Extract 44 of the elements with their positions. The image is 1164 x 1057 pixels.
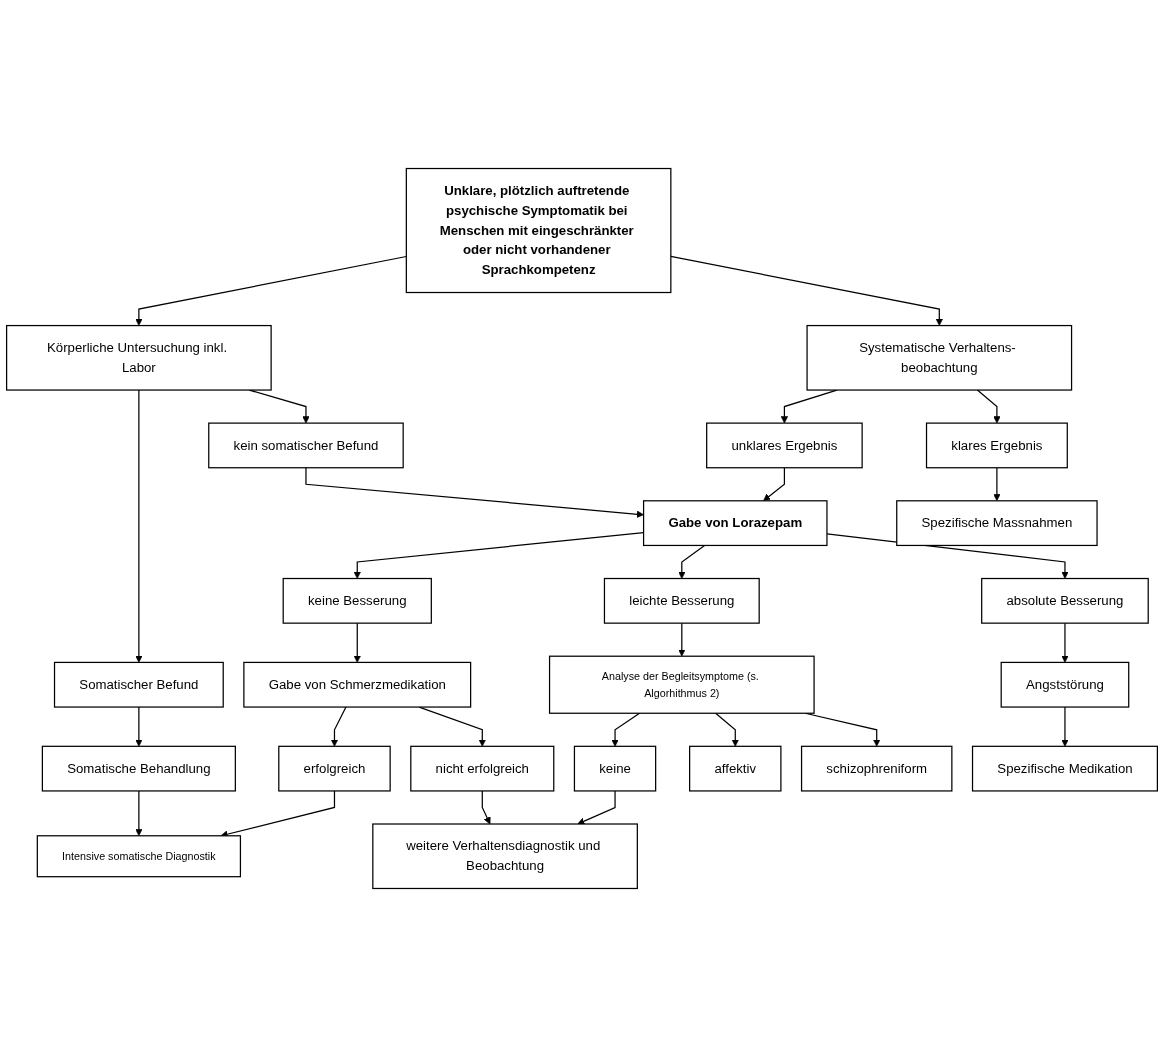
node-box: leichte Besserung xyxy=(603,577,760,624)
arrow xyxy=(993,467,1001,502)
arrow xyxy=(826,533,1069,579)
arrow xyxy=(577,790,616,825)
arrow xyxy=(976,389,1001,424)
node-box: nicht erfolgreich xyxy=(410,745,555,792)
node-box: absolute Besserung xyxy=(981,577,1149,624)
arrow xyxy=(611,712,641,747)
arrow xyxy=(678,622,686,657)
node-box: keine xyxy=(573,745,657,792)
node-box: Spezifische Massnahmen xyxy=(896,500,1098,547)
node-box: keine Besserung xyxy=(282,577,432,624)
arrow xyxy=(1061,622,1069,663)
arrow xyxy=(135,790,143,837)
arrow xyxy=(1061,706,1069,747)
arrow xyxy=(670,255,943,326)
node-box: erfolgreich xyxy=(278,745,391,792)
arrow xyxy=(135,389,143,663)
node-box: Intensive somatische Diagnostik xyxy=(36,835,242,878)
node-box: Systematische Verhaltens- beobachtung xyxy=(806,324,1073,391)
arrow xyxy=(678,544,706,579)
node-box: Somatischer Befund xyxy=(53,661,224,708)
arrow xyxy=(135,706,143,747)
node-box: Somatische Behandlung xyxy=(41,745,236,792)
arrow xyxy=(330,706,347,747)
node-box: affektiv xyxy=(689,745,782,792)
arrow xyxy=(305,467,644,518)
node-box: Spezifische Medikation xyxy=(971,745,1158,792)
node-box: Gabe von Schmerzmedikation xyxy=(243,661,472,708)
arrow xyxy=(135,255,407,326)
arrow xyxy=(715,712,739,747)
node-box: unklares Ergebnis xyxy=(706,422,863,469)
arrow xyxy=(353,622,361,663)
node-box: klares Ergebnis xyxy=(925,422,1068,469)
node-box: Analyse der Begleitsymptome (s. Algorhithmus 2) xyxy=(548,655,815,714)
node-box: Körperliche Untersuchung inkl. Labor xyxy=(6,324,272,391)
node-box: Unklare, plötzlich auftretende psychische Symptomatik bei Menschen mit eingeschränkter oder nicht vorhandener Sprachkompetenz xyxy=(405,167,672,294)
arrow xyxy=(763,467,786,502)
node-box: schizophreniform xyxy=(800,745,953,792)
node-box: kein somatischer Befund xyxy=(208,422,404,469)
arrow xyxy=(481,790,491,825)
node-box: Gabe von Lorazepam xyxy=(642,500,828,547)
node-box: weitere Verhaltensdiagnostik und Beobachtung xyxy=(372,823,638,890)
node-box: Angststörung xyxy=(1000,661,1130,708)
